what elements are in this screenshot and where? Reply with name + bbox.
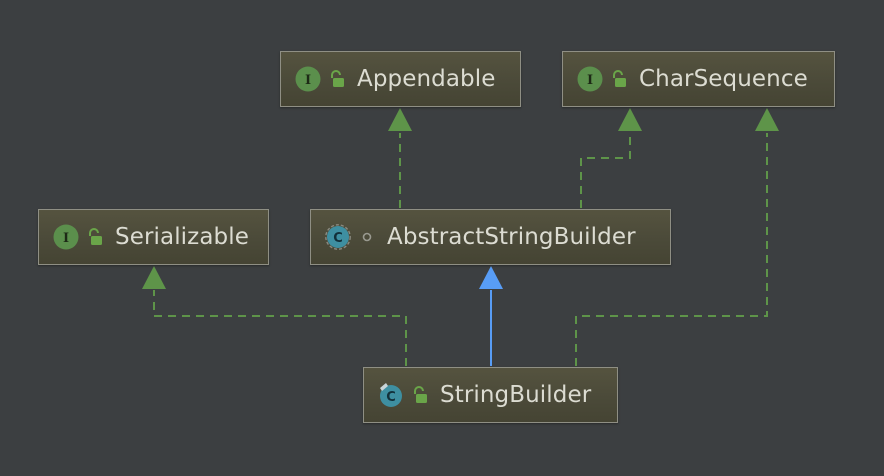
edge-abstractstringbuilder-charsequence	[580, 108, 642, 208]
interface-icon-letter: I	[305, 73, 311, 88]
interface-icon-letter: I	[63, 231, 69, 246]
edge-line	[580, 133, 631, 208]
node-stringbuilder[interactable]: C StringBuilder	[363, 367, 618, 423]
public-lock-icon	[611, 70, 627, 88]
edge-arrowhead	[388, 108, 412, 131]
node-serializable[interactable]: I Serializable	[38, 209, 269, 265]
node-label: StringBuilder	[440, 382, 592, 408]
public-lock-icon	[87, 228, 103, 246]
node-appendable[interactable]: I Appendable	[280, 51, 521, 107]
interface-icon: I	[53, 224, 79, 250]
edge-stringbuilder-serializable	[142, 266, 407, 366]
edge-arrowhead	[755, 108, 779, 131]
edge-stringbuilder-abstractstringbuilder	[479, 266, 503, 366]
edge-abstractstringbuilder-appendable	[388, 108, 412, 208]
interface-icon: I	[577, 66, 603, 92]
edge-stringbuilder-charsequence	[575, 108, 779, 366]
interface-icon-letter: I	[587, 73, 593, 88]
node-label: Serializable	[115, 224, 249, 250]
edge-arrowhead	[142, 266, 166, 289]
edge-arrowhead	[479, 266, 503, 289]
node-abstractstringbuilder[interactable]: C AbstractStringBuilder	[310, 209, 671, 265]
edge-line	[575, 133, 768, 366]
public-lock-icon	[329, 70, 345, 88]
final-class-icon-letter: C	[386, 390, 396, 405]
edge-line	[153, 290, 407, 366]
edge-arrowhead	[618, 108, 642, 131]
node-charsequence[interactable]: I CharSequence	[562, 51, 835, 107]
abstract-class-icon: C	[325, 224, 351, 250]
node-label: CharSequence	[639, 66, 808, 92]
interface-icon: I	[295, 66, 321, 92]
final-class-icon: C	[378, 382, 404, 408]
abstract-class-icon-letter: C	[333, 231, 343, 246]
public-lock-icon	[412, 386, 428, 404]
edges-layer	[142, 108, 779, 366]
package-private-icon	[359, 228, 375, 246]
node-label: Appendable	[357, 66, 496, 92]
node-label: AbstractStringBuilder	[387, 224, 636, 250]
